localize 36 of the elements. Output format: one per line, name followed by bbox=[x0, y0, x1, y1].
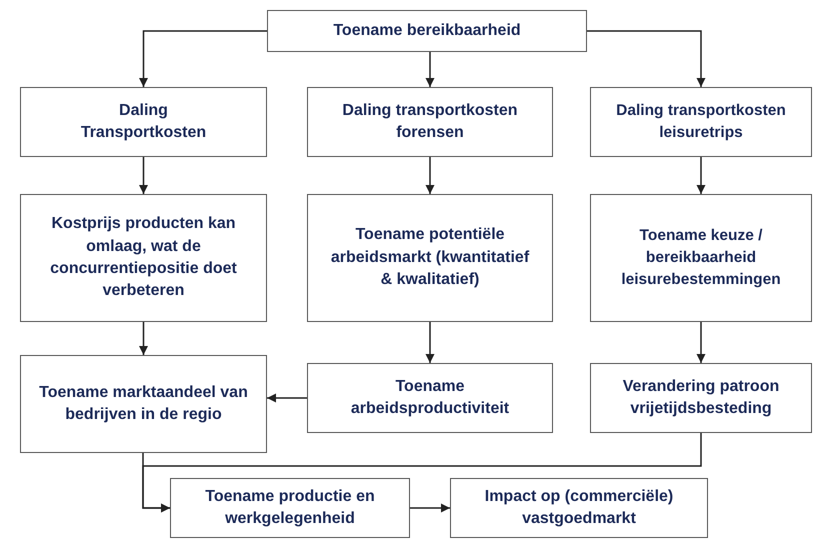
arrow bbox=[139, 30, 267, 87]
box-label: Toename bereikbaarheid bbox=[333, 20, 521, 41]
arrow bbox=[410, 504, 450, 512]
arrow bbox=[696, 322, 706, 363]
process-box bbox=[20, 194, 267, 322]
process-box bbox=[20, 355, 267, 453]
arrow bbox=[142, 433, 702, 512]
box-label: Kostprijs producten kan omlaag, wat de concurrentiepositie doet verbeteren bbox=[49, 214, 238, 302]
box-label: Toename marktaandeel van bedrijven in de regio bbox=[38, 382, 249, 425]
process-box bbox=[170, 478, 410, 538]
arrow bbox=[587, 30, 706, 87]
arrow bbox=[696, 157, 706, 194]
arrow bbox=[139, 157, 148, 194]
arrow bbox=[267, 394, 307, 402]
process-box bbox=[590, 194, 812, 322]
box-label: Daling transportkosten leisuretrips bbox=[615, 101, 787, 143]
box-label: Impact op (commerciële) vastgoedmarkt bbox=[484, 486, 674, 529]
process-box bbox=[590, 87, 812, 157]
arrow bbox=[139, 322, 148, 355]
arrow bbox=[426, 52, 434, 87]
box-label: Toename productie en werkgelegenheid bbox=[204, 486, 376, 529]
box-label: Toename keuze / bereikbaarheid leisurebestemmingen bbox=[620, 226, 782, 290]
arrow bbox=[426, 157, 434, 194]
box-label: Verandering patroon vrijetijdsbesteding bbox=[622, 376, 780, 419]
process-box bbox=[307, 194, 553, 322]
box-label: Daling Transportkosten bbox=[80, 100, 208, 143]
process-box bbox=[590, 363, 812, 433]
process-box bbox=[307, 363, 553, 433]
process-box bbox=[450, 478, 708, 538]
box-label: Toename arbeidsproductiviteit bbox=[350, 376, 510, 419]
arrow bbox=[426, 322, 434, 363]
process-box bbox=[307, 87, 553, 157]
process-box bbox=[267, 10, 587, 52]
box-label: Daling transportkosten forensen bbox=[341, 100, 519, 143]
box-label: Toename potentiële arbeidsmarkt (kwantitatief & kwalitatief) bbox=[330, 225, 530, 290]
process-box bbox=[20, 87, 267, 157]
